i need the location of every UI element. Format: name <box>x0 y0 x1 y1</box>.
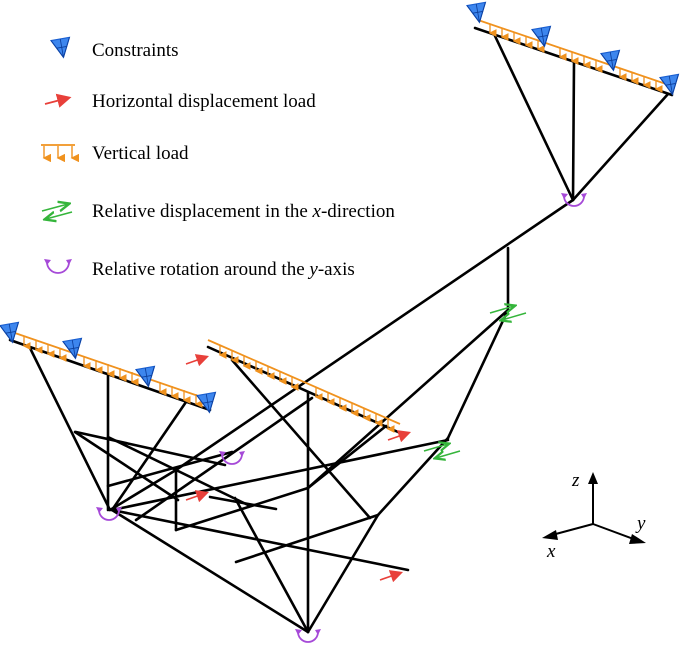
member <box>208 495 278 511</box>
red-arrow-icon <box>379 570 404 583</box>
legend-label-relative-displacement: Relative displacement in the x-direction <box>92 201 395 222</box>
relative-rotations <box>96 193 587 643</box>
member-long-diagonal <box>174 198 575 472</box>
member <box>110 508 410 572</box>
legend-label-constraints: Constraints <box>92 40 179 61</box>
rotation-arrow-icon <box>219 451 245 465</box>
member <box>106 450 234 488</box>
member <box>493 34 575 202</box>
member <box>306 424 388 490</box>
red-arrow-icon <box>185 354 210 367</box>
member <box>233 496 310 634</box>
rotation-arrow-icon <box>96 507 122 521</box>
y-axis <box>592 523 637 541</box>
coordinate-axes: z y x <box>542 470 646 562</box>
legend-label-vertical-load: Vertical load <box>92 143 189 164</box>
legend: Constraints Horizontal displacement load… <box>41 36 395 280</box>
beam-center <box>206 345 400 434</box>
vertical-load-center <box>207 339 401 433</box>
opposing-arrows-icon <box>489 306 527 320</box>
member <box>571 60 576 202</box>
legend-label-relative-rotation: Relative rotation around the y-axis <box>92 259 355 280</box>
legend-item-constraints: Constraints <box>50 36 179 61</box>
x-axis <box>551 523 594 536</box>
z-axis-label: z <box>571 470 580 491</box>
member <box>306 308 510 490</box>
legend-item-vertical-load: Vertical load <box>41 143 189 164</box>
member <box>376 436 450 517</box>
member <box>571 92 670 202</box>
member <box>306 513 380 634</box>
member <box>234 513 380 564</box>
opposing-arrows-icon <box>423 444 461 458</box>
member <box>28 346 112 512</box>
relative-displacements <box>423 306 527 458</box>
x-axis-label: x <box>546 541 556 562</box>
horizontal-loads <box>185 354 412 583</box>
constraint-icon <box>196 391 220 415</box>
rotation-arrow-icon <box>561 193 587 207</box>
legend-item-horizontal-load: Horizontal displacement load <box>44 91 316 112</box>
distributed-load-icon <box>41 144 79 163</box>
member <box>73 430 180 502</box>
opposing-arrows-icon <box>42 204 72 219</box>
member <box>230 358 372 520</box>
constraint-icon <box>50 36 74 60</box>
member <box>110 508 310 634</box>
member <box>108 468 178 512</box>
red-arrow-icon <box>185 490 210 503</box>
red-arrow-icon <box>387 430 412 443</box>
member <box>446 308 510 440</box>
y-axis-label: y <box>635 513 646 534</box>
beam-left <box>8 338 212 412</box>
rotation-arrow-icon <box>46 261 70 274</box>
rotation-arrow-icon <box>295 629 321 643</box>
constraint-icon <box>466 1 490 25</box>
vertical-load-left <box>11 331 211 408</box>
legend-item-relative-rotation: Relative rotation around the y-axis <box>44 259 355 280</box>
structure-members <box>8 26 674 634</box>
legend-label-horizontal-load: Horizontal displacement load <box>92 91 316 112</box>
constraint-icon <box>0 321 23 345</box>
vertical-load-top-right <box>477 19 673 93</box>
legend-item-relative-displacement: Relative displacement in the x-direction <box>42 201 395 222</box>
red-arrow-icon <box>44 93 72 108</box>
member <box>106 435 250 507</box>
